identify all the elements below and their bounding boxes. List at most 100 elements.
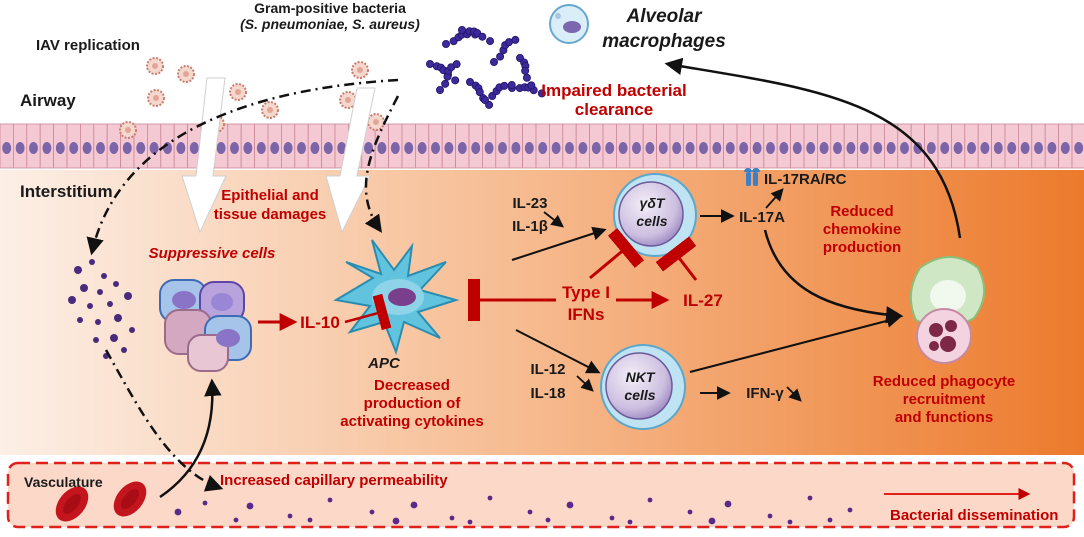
nkt-cell-icon	[600, 344, 686, 430]
vasculature-region	[6, 461, 1076, 529]
coccus	[465, 78, 474, 87]
epithelial-nucleus	[498, 142, 507, 154]
label-phago-line1: Reduced phagocyte	[873, 373, 1016, 390]
epithelial-nucleus	[1034, 142, 1043, 154]
label-impaired-line1: Impaired bacterial	[541, 81, 687, 100]
arrow-il12-to-nkt	[576, 375, 594, 392]
bacteria-cluster-icon	[425, 25, 546, 109]
epithelial-nucleus	[163, 142, 172, 154]
epithelial-nucleus	[605, 142, 615, 154]
virus-core	[125, 127, 131, 133]
vascular-bacteria-dot	[307, 517, 313, 523]
label-il23: IL-23	[512, 195, 547, 212]
epithelial-nucleus	[538, 142, 548, 154]
phagocyte-cell-icon	[909, 256, 985, 364]
epithelial-nucleus	[364, 142, 373, 154]
epithelial-nucleus	[645, 142, 655, 154]
coccus	[441, 79, 450, 88]
inhibit-il10-to-apc	[344, 293, 392, 331]
bacteria-dot	[107, 301, 113, 307]
coccus	[435, 86, 444, 95]
epithelial-nucleus	[122, 142, 132, 154]
epithelial-nucleus	[216, 142, 226, 154]
bacteria-dot	[114, 314, 122, 322]
epithelial-nucleus	[1074, 142, 1084, 154]
coccus	[488, 92, 497, 101]
epithelial-nucleus	[739, 142, 749, 154]
epithelial-nucleus	[846, 142, 856, 154]
coccus	[480, 96, 489, 105]
coccus	[537, 89, 546, 98]
vascular-bacteria-dot	[246, 502, 254, 510]
coccus	[511, 35, 520, 44]
epithelial-nucleus	[953, 142, 963, 154]
arrow-il23-to-gdt	[543, 211, 564, 228]
epithelial-nucleus	[993, 142, 1003, 154]
bacteria-dot	[97, 289, 103, 295]
label-gdt-line2: cells	[636, 213, 667, 229]
epithelial-nucleus	[900, 142, 909, 154]
arrow-il17a-to-phagocyte	[763, 229, 904, 324]
epithelial-nucleus	[578, 142, 588, 154]
dashdot-arrow-to-left-dots	[86, 78, 399, 256]
vascular-bacteria-dot	[724, 500, 732, 508]
vascular-bacteria-dot	[287, 513, 293, 519]
damage-arrow-left	[181, 77, 227, 234]
label-decreased-line1: Decreased	[374, 377, 450, 394]
epithelial-nucleus	[431, 142, 440, 154]
epithelial-nucleus	[926, 142, 936, 154]
epithelial-nucleus	[524, 142, 534, 154]
arrow-nkt-to-phagocyte	[689, 314, 901, 373]
epithelial-nucleus	[672, 142, 682, 154]
epithelium-layer	[0, 123, 1084, 169]
bacteria-dot	[89, 259, 95, 265]
coccus	[451, 76, 460, 85]
alveolar-macrophage-icon	[549, 4, 589, 44]
epithelial-nucleus	[270, 142, 280, 154]
epithelial-nucleus	[323, 142, 333, 154]
virus-core	[235, 89, 241, 95]
epithelial-nucleus	[471, 142, 481, 154]
bacteria-dots-left	[68, 259, 135, 359]
bacteria-dot	[74, 266, 82, 274]
label-apc: APC	[367, 355, 401, 372]
epithelial-nucleus	[189, 142, 199, 154]
epithelial-nucleus	[337, 142, 347, 154]
epithelial-nucleus	[859, 142, 869, 154]
label-il1b: IL-1β	[512, 218, 548, 235]
label-epithelial-line1: Epithelial and	[221, 187, 319, 204]
label-nkt-line2: cells	[624, 387, 655, 403]
label-dissemination: Bacterial dissemination	[890, 507, 1058, 524]
virus-core	[357, 67, 363, 73]
arrow-apc-to-nkt	[515, 329, 601, 374]
il17-receptor-icon	[744, 168, 760, 186]
epithelial-nucleus	[377, 142, 387, 154]
label-nkt-line1: NKT	[626, 369, 656, 385]
epithelial-nucleus	[1007, 142, 1017, 154]
virus-core	[373, 119, 379, 125]
vascular-bacteria-dot	[609, 515, 615, 521]
vascular-bacteria-dot	[687, 509, 693, 515]
epithelial-nucleus	[511, 142, 521, 154]
disseminated-bacteria	[174, 495, 853, 525]
arrow-il17a-to-receptor	[765, 188, 784, 209]
label-airway: Airway	[20, 91, 76, 110]
label-alveolar-line1: Alveolar	[626, 6, 704, 27]
red-blood-cells	[55, 481, 147, 522]
vascular-bacteria-dot	[827, 517, 833, 523]
vascular-bacteria-dot	[647, 497, 653, 503]
label-impaired-line2: clearance	[575, 100, 653, 119]
coccus	[489, 58, 498, 67]
label-il17ra: IL-17RA/RC	[764, 171, 847, 188]
label-ifng: IFN-γ	[746, 385, 784, 402]
epithelial-nucleus	[297, 142, 306, 154]
epithelial-nucleus	[2, 142, 12, 154]
damage-arrow-right	[325, 87, 376, 234]
epithelial-nucleus	[779, 142, 789, 154]
arrow-vasculature-to-suppressive	[159, 378, 222, 499]
bacteria-dot	[77, 317, 83, 323]
epithelial-nucleus	[1020, 142, 1030, 154]
epithelial-nucleus	[551, 142, 561, 154]
vascular-bacteria-dot	[708, 517, 716, 525]
vascular-bacteria-dot	[566, 501, 574, 509]
